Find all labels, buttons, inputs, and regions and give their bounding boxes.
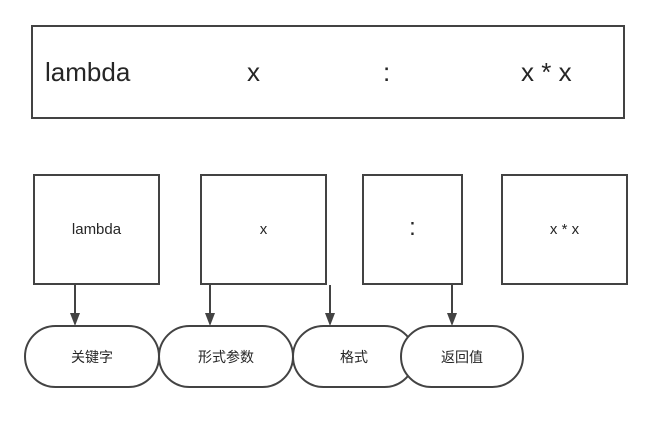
role-box-parameter: 形式参数 xyxy=(158,325,294,388)
role-box-return: 返回值 xyxy=(400,325,524,388)
part-box-parameter: x xyxy=(200,174,327,285)
expression-token-colon: : xyxy=(383,57,391,87)
role-box-keyword-label: 关键字 xyxy=(71,348,113,365)
arrow-colon-to-format xyxy=(323,285,337,327)
arrow-expr-to-return xyxy=(445,285,459,327)
role-box-return-label: 返回值 xyxy=(441,348,483,365)
part-box-return: x * x xyxy=(501,174,628,285)
arrow-lambda-to-keyword xyxy=(68,285,82,327)
role-box-keyword: 关键字 xyxy=(24,325,160,388)
lambda-expression-box: lambda x : x * x xyxy=(31,25,625,119)
part-box-keyword-label: lambda xyxy=(71,221,122,238)
expression-token-return: x * x xyxy=(521,57,572,87)
part-box-parameter-label: x xyxy=(259,221,268,238)
arrow-x-to-parameter xyxy=(203,285,217,327)
role-box-format: 格式 xyxy=(292,325,416,388)
part-box-colon-label: : xyxy=(409,213,416,241)
part-box-keyword: lambda xyxy=(33,174,160,285)
role-box-format-label: 格式 xyxy=(340,348,368,365)
expression-token-parameter: x xyxy=(247,57,260,87)
part-box-return-label: x * x xyxy=(549,221,580,238)
part-box-colon: : xyxy=(362,174,463,285)
expression-token-keyword: lambda xyxy=(45,57,131,87)
role-box-parameter-label: 形式参数 xyxy=(198,348,254,365)
